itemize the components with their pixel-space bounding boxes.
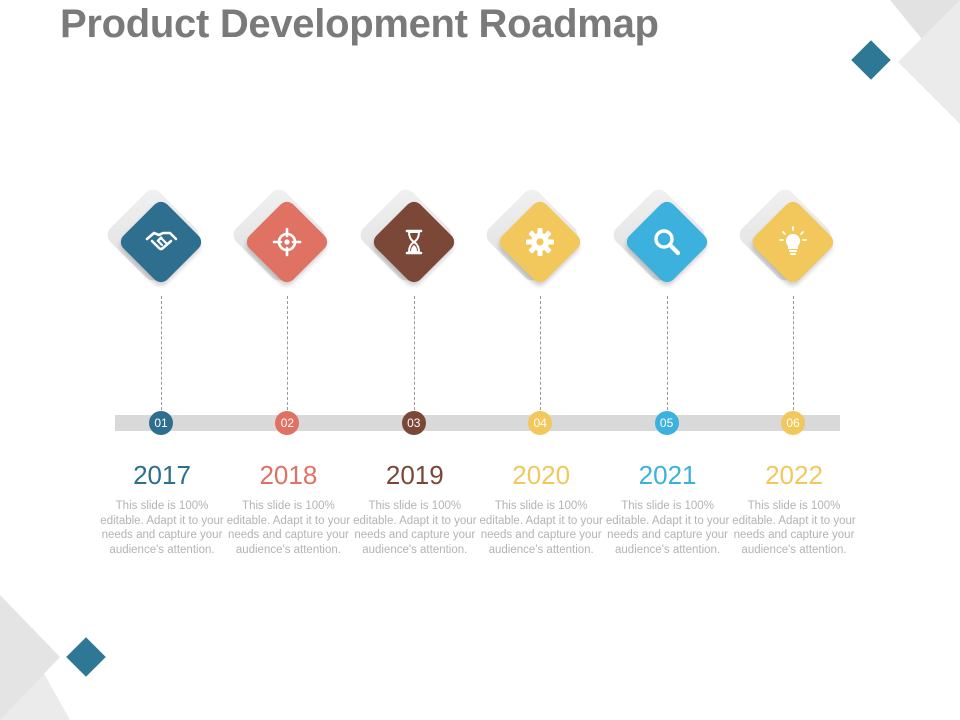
accent-diamond-top [851,40,891,80]
stage-description: This slide is 100% editable. Adapt it to… [353,500,477,556]
stage-year: 2019 [385,460,444,490]
stage-number: 04 [528,411,553,435]
roadmap-stage-01: 01 2017 This slide is 100% editable. Ada… [92,0,232,720]
bottom-left-decoration [0,595,106,720]
target-icon [273,227,302,257]
stage-connector [540,296,542,410]
stage-description: This slide is 100% editable. Adapt it to… [479,500,603,556]
stage-number: 03 [401,411,426,435]
stage-year: 2021 [638,460,697,490]
roadmap-stage-05: 05 2021 This slide is 100% editable. Ada… [598,0,738,720]
roadmap-stage-02: 02 2018 This slide is 100% editable. Ada… [218,0,358,720]
stage-description: This slide is 100% editable. Adapt it to… [605,500,730,556]
page-title: Product Development Roadmap [60,2,659,46]
lightbulb-icon [779,226,807,255]
hourglass-icon [405,229,423,255]
stage-connector [413,296,415,410]
roadmap-stage-03: 03 2019 This slide is 100% editable. Ada… [345,0,485,720]
stage-number: 05 [654,411,679,435]
stage-description: This slide is 100% editable. Adapt it to… [732,500,856,556]
search-icon [653,229,680,256]
stage-year: 2017 [133,460,191,490]
stage-number: 02 [275,411,300,435]
stage-connector [161,296,162,410]
top-right-decoration [851,0,960,124]
stage-connector [287,296,289,410]
stage-number: 01 [149,411,173,435]
stage-connector [793,296,794,410]
roadmap-stage-06: 06 2022 This slide is 100% editable. Ada… [724,0,864,720]
gear-icon [526,228,555,256]
accent-diamond-bottom [66,637,106,677]
stage-number: 06 [781,411,805,435]
stage-connector [666,296,668,410]
stage-description: This slide is 100% editable. Adapt it to… [100,500,224,556]
stage-year: 2020 [512,460,571,490]
stage-year: 2022 [765,460,823,490]
stage-description: This slide is 100% editable. Adapt it to… [226,500,351,556]
stage-year: 2018 [259,460,318,490]
roadmap-stage-04: 04 2020 This slide is 100% editable. Ada… [471,0,611,720]
handshake-icon [145,231,178,251]
